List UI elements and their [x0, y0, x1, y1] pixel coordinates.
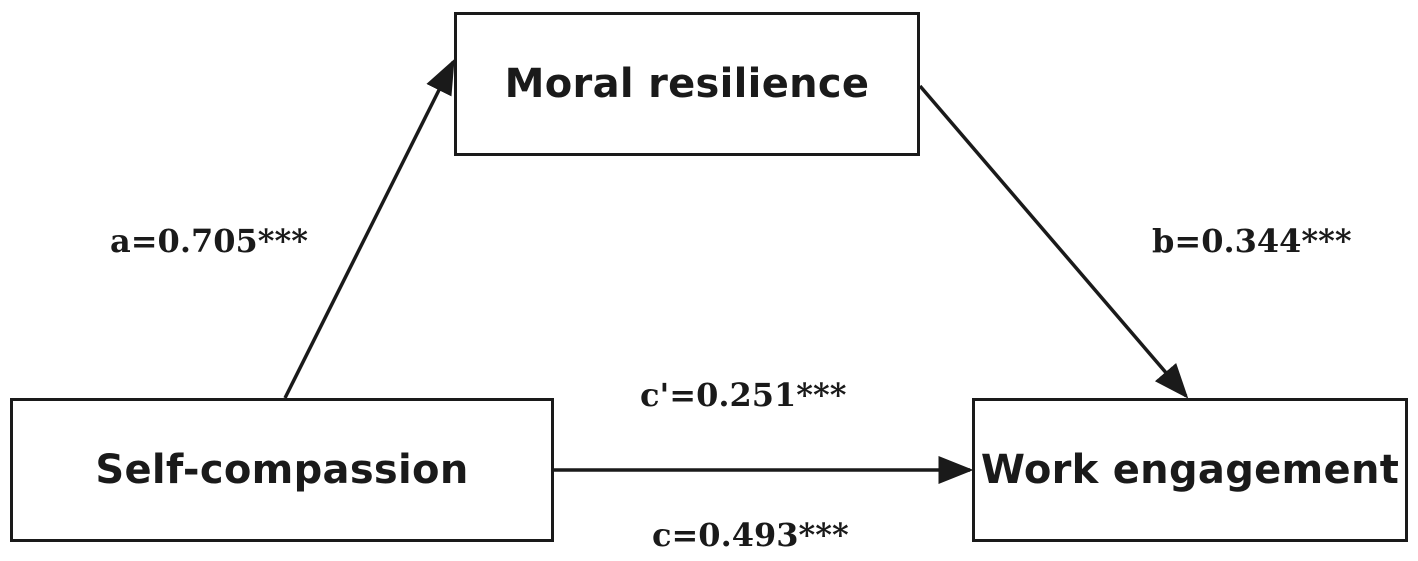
predictor-label: Self-compassion [95, 447, 469, 493]
mediator-box: Moral resilience [454, 12, 920, 156]
mediator-label: Moral resilience [504, 61, 870, 107]
path-a-coefficient: a=0.705*** [110, 222, 308, 260]
path-a-arrow [283, 58, 455, 399]
path-b-arrow [918, 84, 1189, 399]
predictor-box: Self-compassion [10, 398, 554, 542]
path-b-coefficient: b=0.344*** [1152, 222, 1352, 260]
outcome-box: Work engagement [972, 398, 1408, 542]
path-c-coefficient: c=0.493*** [652, 516, 849, 554]
path-c-prime-coefficient: c'=0.251*** [640, 376, 847, 414]
outcome-label: Work engagement [980, 447, 1400, 493]
